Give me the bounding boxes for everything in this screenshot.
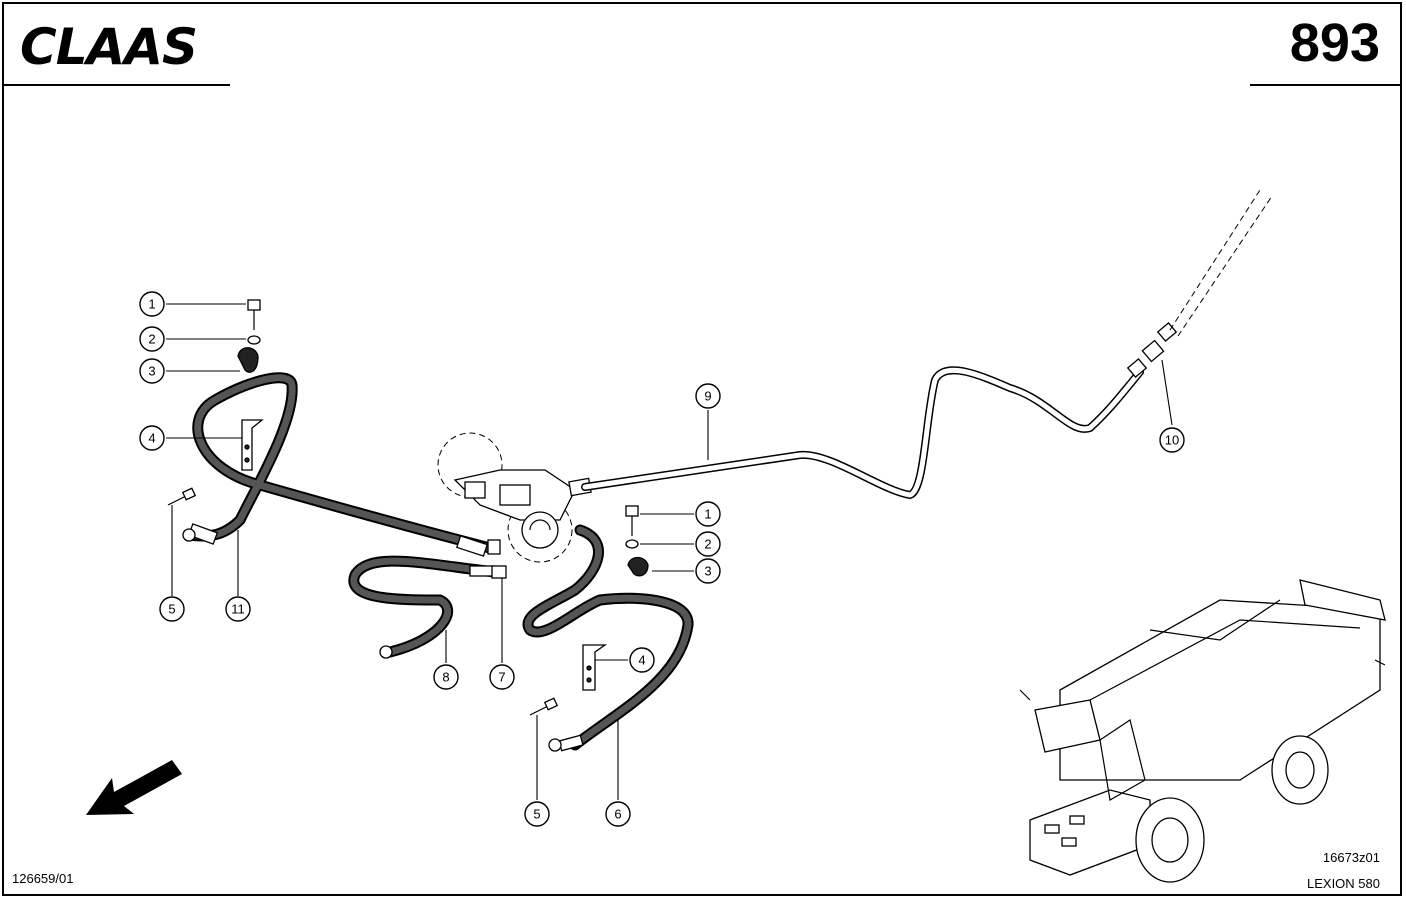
bolt-right [625,505,649,577]
screw-left [167,487,197,506]
bracket-left [241,419,264,471]
header-rule-right [1250,84,1400,86]
callout-label: 1 [704,507,711,522]
callout-11: 11 [225,596,251,622]
callout-label: 10 [1165,433,1179,448]
callout-label: 4 [638,653,645,668]
drawing-number: 126659/01 [12,871,74,886]
callout-1-right: 1 [695,501,721,527]
callout-6: 6 [605,801,631,827]
callout-label: 5 [168,602,175,617]
callout-label: 2 [148,332,155,347]
hose-assembly-left [182,372,496,557]
callout-2-right: 2 [695,531,721,557]
callout-3-top-left: 3 [139,358,165,384]
pipe-9 [581,366,1144,499]
callout-8: 8 [433,664,459,690]
callout-5-right: 5 [524,801,550,827]
union-10 [1126,189,1273,379]
callout-label: 8 [442,670,449,685]
model-name: LEXION 580 [1307,876,1380,891]
bracket-right [582,644,608,691]
page-number: 893 [1289,13,1380,73]
callout-1-top-left: 1 [139,291,165,317]
callout-label: 7 [498,670,505,685]
callout-label: 9 [704,389,711,404]
callout-label: 1 [148,297,155,312]
claas-logo: CLAAS [20,18,198,74]
callout-4-left: 4 [139,425,165,451]
hose-6 [522,524,694,752]
callout-2-top-left: 2 [139,326,165,352]
bolt-left [237,299,261,373]
fitting-7 [487,539,507,579]
callout-label: 11 [231,602,245,617]
callout-label: 4 [148,431,155,446]
callout-label: 3 [148,364,155,379]
direction-arrow-icon [86,760,182,815]
screw-right [529,697,559,716]
callout-label: 2 [704,537,711,552]
leader-lines [166,303,1173,800]
callout-label: 3 [704,564,711,579]
callout-7: 7 [489,664,515,690]
callout-4-right: 4 [629,647,655,673]
reference-code: 16673z01 [1322,850,1380,865]
header-rule-left [4,84,230,86]
brand-logo-text: CLAAS [20,18,197,74]
hose-8 [348,555,501,659]
callout-10: 10 [1159,427,1185,453]
callout-5-left: 5 [159,596,185,622]
callout-label: 6 [614,807,621,822]
callout-label: 5 [533,807,540,822]
combine-harvester-icon [1019,579,1386,883]
callout-9: 9 [695,383,721,409]
callout-3-right: 3 [695,558,721,584]
